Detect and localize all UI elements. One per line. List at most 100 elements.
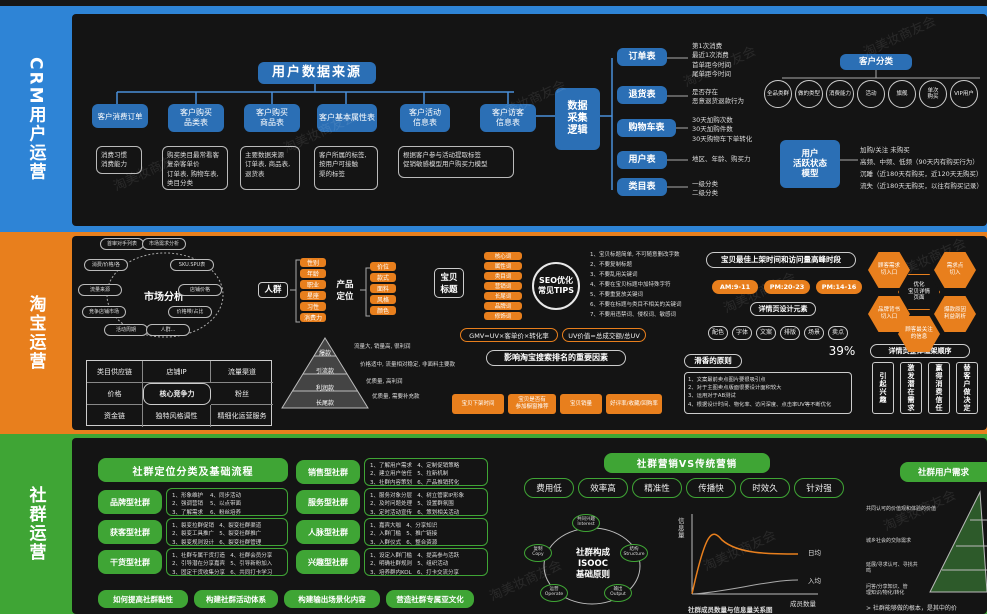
community-type-desc: 1、形象维护 4、同步活动 2、强调营销 5、以点带面 3、了解需求 6、粉丝培…	[166, 488, 288, 516]
detail-item: 文案	[756, 326, 776, 340]
vs-item: 针对强	[794, 478, 844, 498]
source-activity: 客户活动 信息表	[400, 104, 450, 132]
pyramid-level: 引流款	[315, 368, 334, 375]
market-node: 流量来源	[78, 284, 122, 296]
community-type: 品牌型社群	[98, 490, 162, 514]
market-node: 消费/价格/各	[84, 259, 128, 271]
vs-item: 费用低	[524, 478, 574, 498]
market-node: 人群...	[146, 324, 190, 336]
needs-item: 共同认可的价值观和体验的价值	[866, 506, 937, 512]
baobei-title-label: 宝贝 标题	[434, 268, 464, 298]
persona-tag: 年龄	[300, 269, 326, 278]
detail-elements-title: 详情页设计元素	[750, 302, 816, 316]
community-type: 兴趣型社群	[296, 550, 360, 574]
curve-caption: 社群成员数量与信息量关系图	[688, 606, 773, 614]
curve-ylabel: 信息量	[678, 517, 685, 540]
table-return-desc: 是否存在 恶意退货退款行为	[692, 88, 744, 106]
isooc-node: 运营 Operate	[540, 584, 568, 602]
seo-tip: 3、不要乱用关键词	[590, 272, 638, 278]
taobao-band-label: 淘宝运营	[25, 295, 46, 371]
slide-rule: 3、运用对于AB测试	[688, 393, 736, 400]
uv-formula: UV价值=总成交额/总UV	[562, 328, 646, 342]
source-product-desc: 主要数据来源 订单表, 商品表, 退货表	[240, 146, 300, 190]
isooc-node: 共同兴趣 Interest	[572, 514, 600, 532]
hex-cell: 顾客需求 切入口	[868, 252, 910, 288]
community-bottom-item: 如何提高社群黏性	[98, 590, 188, 608]
curve-label-in: 入均	[808, 577, 821, 585]
title-tag: 营销词	[484, 282, 522, 290]
table-category-desc: 一级分类 二级分类	[692, 180, 718, 198]
source-activity-desc: 根据客户参与活动提取标签 促销敏感模型用户购买力模型	[398, 146, 514, 178]
market-node: 价格带/占比	[168, 306, 212, 318]
slide-rule: 4、根据设计时间、物化率、访问深度、点击率UV等不断优化	[688, 401, 832, 408]
pyramid-level: 爆款	[318, 350, 331, 357]
seo-tip: 4、不要在宝贝标题中加特殊字符	[590, 282, 671, 288]
seo-tip: 2、不要复制标题	[590, 262, 632, 268]
table-category: 类目表	[617, 178, 667, 196]
curve-label-daily: 日均	[808, 549, 821, 557]
table-cart-desc: 30天加购次数 30天加购件数 30天购物车下单转化	[692, 116, 753, 143]
community-type-desc: 1、了解用户需求 4、定制促销策略 2、建立用户信任 5、拉新机制 3、社群内容…	[364, 458, 488, 486]
product-tag: 颜色	[370, 306, 396, 315]
gmv-formula: GMV=UV×客单价×转化率	[460, 328, 558, 342]
slide-rule: 2、对于主图卖点版面很要设计面积较大	[688, 385, 782, 392]
classify-item: VIP用户	[950, 80, 978, 108]
table-order-desc: 第1次消费 最近1次消费 首单距今时间 尾单距今时间	[692, 42, 731, 79]
vs-item: 时效久	[740, 478, 790, 498]
hex-cell: 需求点 切入	[934, 252, 976, 288]
detail-item: 排版	[780, 326, 800, 340]
community-bottom-item: 构建输出场景化内容	[284, 590, 380, 608]
title-tag: 核心词	[484, 252, 522, 260]
market-node: 活动周期	[104, 324, 148, 336]
market-node: SKU.SPU表	[170, 259, 214, 271]
product-tag: 价位	[370, 262, 396, 271]
pyramid-level: 长尾款	[315, 400, 334, 407]
community-type-desc: 1、嘉宾大咖 4、分享知识 2、入群门槛 5、推广链接 3、入群仪式 6、整合资…	[364, 518, 488, 546]
detail-item: 卖点	[828, 326, 848, 340]
product-tag: 风格	[370, 295, 396, 304]
isooc-center: 社群构成 ISOOC 基础原则	[575, 548, 610, 581]
source-order-desc: 消费习惯 消费能力	[96, 146, 142, 174]
persona-bracket	[290, 259, 370, 323]
grid-cell: 资金链	[87, 405, 143, 427]
grid-cell: 精细化运营服务	[217, 412, 267, 420]
detail-item: 字体	[732, 326, 752, 340]
market-node: 竞争店铺市场	[82, 306, 126, 318]
pyramid-note: 流量大, 销量高, 很利润	[354, 344, 411, 350]
community-bottom-item: 营造社群专属亚文化	[386, 590, 474, 608]
frame-item: 替客户做决定	[956, 362, 978, 414]
member-info-curve	[691, 514, 818, 595]
title-tag: 长尾词	[484, 292, 522, 300]
isooc-node: 输出 Output	[604, 584, 632, 602]
source-attribute: 客户基本属性表	[317, 104, 377, 132]
source-category: 客户购买 品类表	[168, 104, 224, 132]
classify-tree	[782, 70, 980, 79]
community-type: 获客型社群	[98, 520, 162, 544]
pyramid-note: 价格适中, 流量相对稳定, 非面料主要款	[360, 362, 455, 368]
community-type-desc: 1、社群专属干货打造 4、社群会员分享 2、引导潜在分享嘉宾 5、引导新粉加入 …	[166, 548, 288, 576]
needs-caption: > 社群能够做的根本，是其中的价	[866, 605, 957, 612]
crm-band-label: CRM用户运营	[25, 56, 46, 182]
search-factors-title: 影响淘宝搜索排名的重要因素	[486, 350, 626, 366]
grid-cell: 核心竞争力	[143, 383, 211, 405]
crm-title: 用户数据来源	[258, 62, 376, 84]
title-tag: 品牌词	[484, 302, 522, 310]
market-node: 店铺价格	[178, 284, 222, 296]
frame-item: 引起兴趣	[872, 362, 894, 414]
grid-cell: 价格	[87, 383, 143, 405]
table-return: 退货表	[617, 86, 667, 104]
source-order: 客户消费订单	[92, 104, 148, 128]
persona-tag: 星座	[300, 291, 326, 300]
source-product: 客户购买 商品表	[244, 104, 300, 132]
search-factor: 好评率/收藏/回购率	[606, 394, 662, 414]
zoom-indicator[interactable]: 39%	[828, 344, 856, 358]
community-type: 人脉型社群	[296, 520, 360, 544]
pyramid-note: 优质量, 需要补充款	[372, 394, 420, 400]
community-type: 服务型社群	[296, 490, 360, 514]
community-bottom-item: 构建社群活动体系	[194, 590, 278, 608]
vs-item: 精准性	[632, 478, 682, 498]
frame-item: 赢得消费信任	[928, 362, 950, 414]
isooc-node: 结构 Structure	[620, 544, 648, 562]
